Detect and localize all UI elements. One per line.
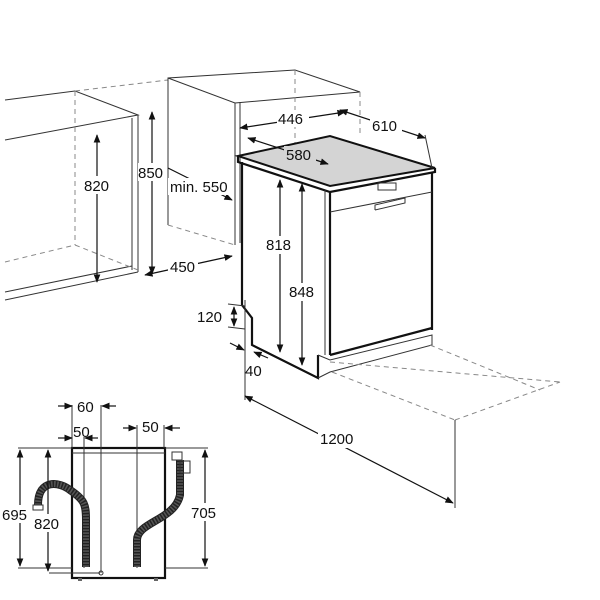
rear-view [18,405,208,581]
label-446: 446 [278,111,303,128]
label-min-550: min. 550 [170,179,228,196]
floor-outline [329,344,561,421]
label-1200: 1200 [320,431,353,448]
dim-line-1200 [244,395,454,504]
label-850: 850 [138,165,163,182]
label-rear-60: 60 [77,399,94,416]
label-rear-820: 820 [34,516,59,533]
label-450: 450 [170,259,195,276]
label-820: 820 [84,178,109,195]
label-rear-50-left: 50 [73,424,90,441]
label-rear-50-right: 50 [142,419,159,436]
label-rear-705: 705 [191,505,216,522]
label-120: 120 [197,309,222,326]
label-580: 580 [286,147,311,164]
dim-line-40 [229,342,245,351]
label-40: 40 [245,363,262,380]
dishwasher [234,134,437,380]
left-cabinet [4,79,169,301]
label-rear-695: 695 [2,507,27,524]
label-610: 610 [372,118,397,135]
label-848: 848 [289,284,314,301]
label-818: 818 [266,237,291,254]
